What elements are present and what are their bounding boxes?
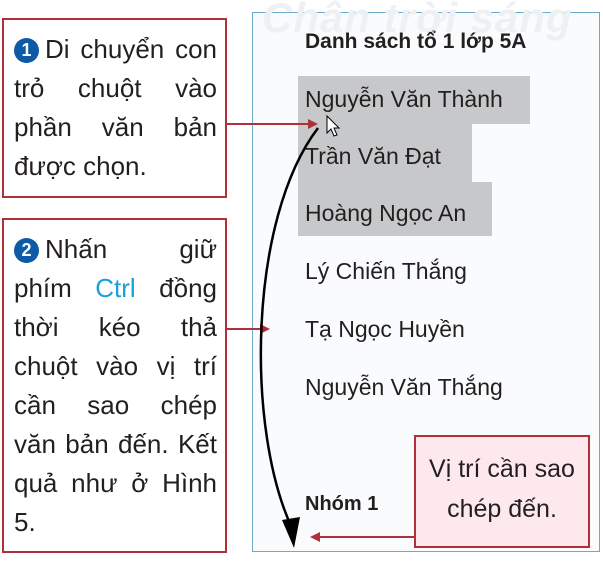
drag-path-arrow — [259, 127, 319, 529]
name-item[interactable]: Nguyễn Văn Thắng — [305, 374, 503, 400]
name-item[interactable]: Trần Văn Đạt — [305, 143, 441, 169]
watermark: Chân trời sáng — [262, 0, 573, 41]
drag-arrow-head — [282, 517, 300, 548]
name-item[interactable]: Nguyễn Văn Thành — [305, 86, 503, 112]
mouse-cursor-icon — [326, 114, 341, 137]
name-item[interactable]: Tạ Ngọc Huyền — [305, 316, 465, 342]
destination-note: Vị trí cần sao chép đến. — [414, 435, 590, 548]
selection-highlight-row-1 — [298, 76, 530, 124]
ctrl-key-label: Ctrl — [95, 273, 136, 303]
step-1-number: 1 — [14, 38, 39, 63]
step-2-text-before: Nhấn giữ phím — [14, 234, 217, 303]
list-title: Danh sách tổ 1 lớp 5A — [305, 30, 527, 53]
name-item[interactable]: Lý Chiến Thắng — [305, 258, 467, 284]
step-1-text: Di chuyển con trỏ chuột vào phần văn bản… — [14, 34, 217, 181]
selection-highlight-row-3 — [298, 182, 492, 236]
step-2-text-after: đồng thời kéo thả chuột vào vị trí cần s… — [14, 273, 217, 537]
name-item[interactable]: Hoàng Ngọc An — [305, 200, 467, 226]
group-label: Nhóm 1 — [305, 493, 379, 515]
step-2-number: 2 — [14, 238, 39, 263]
